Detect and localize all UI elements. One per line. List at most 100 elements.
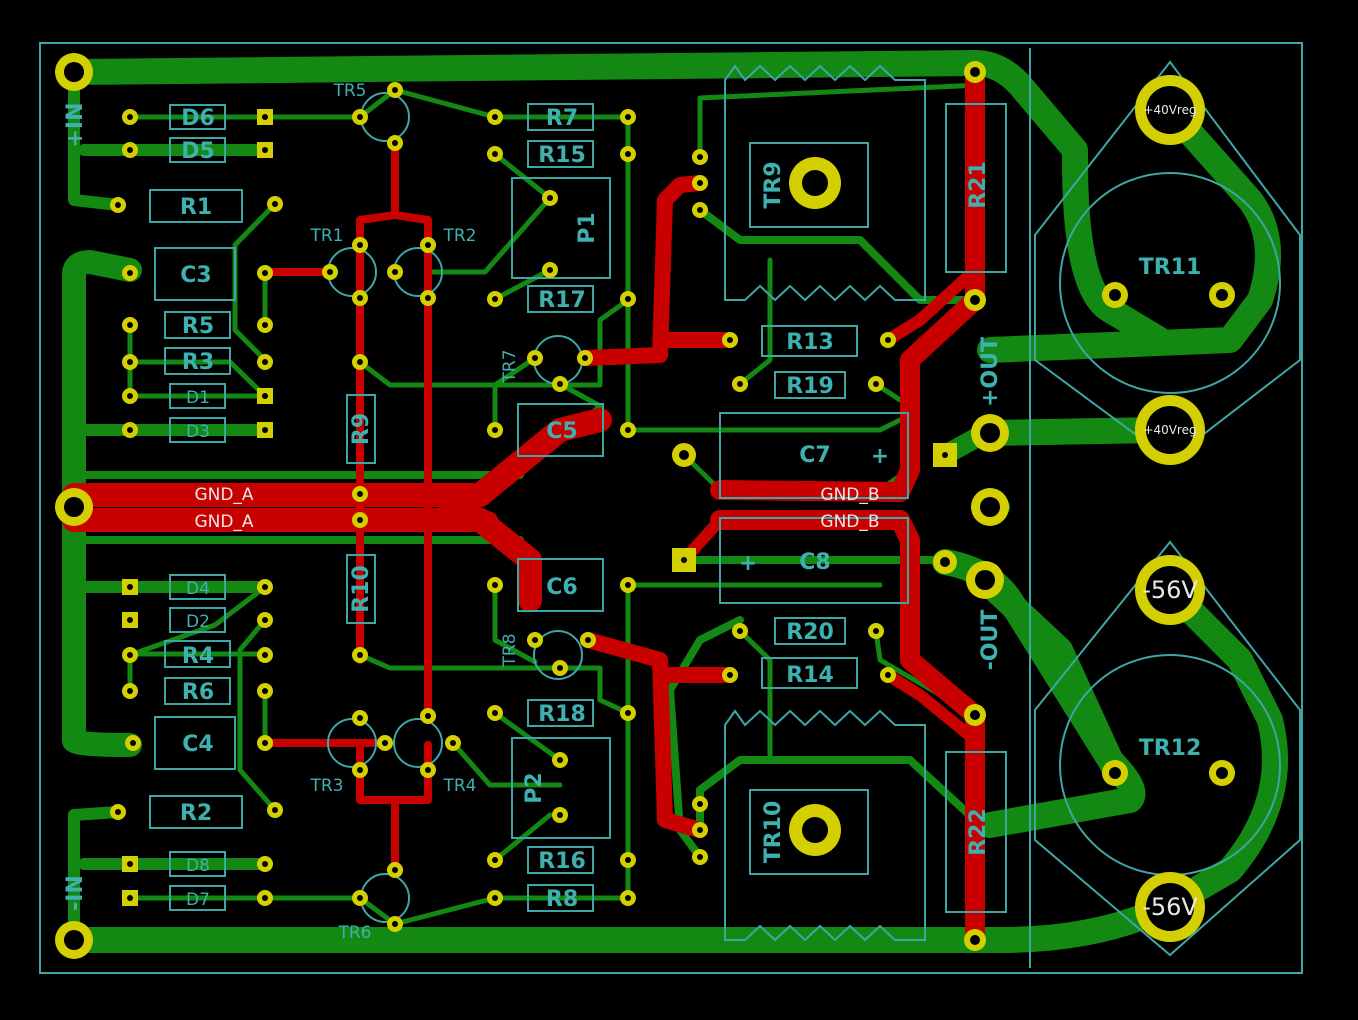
tr12-outline	[1034, 540, 1301, 957]
pad-hole	[262, 617, 268, 623]
pad-hole	[262, 688, 268, 694]
label-r4: R4	[182, 644, 214, 669]
pad-hole	[127, 427, 133, 433]
pad-hole	[873, 628, 879, 634]
d8-body	[169, 851, 226, 877]
pad-hole	[64, 62, 84, 82]
pad-hole	[127, 393, 133, 399]
pad-hole	[127, 688, 133, 694]
pad-hole	[392, 867, 398, 873]
label-r14: R14	[786, 663, 834, 688]
pad-hole	[262, 147, 268, 153]
pad-hole	[262, 584, 268, 590]
tr10-body	[749, 789, 869, 875]
pad-hole	[262, 652, 268, 658]
pad-hole	[262, 322, 268, 328]
pad-hole	[272, 201, 278, 207]
label-c4: C4	[182, 732, 213, 757]
r4-body	[164, 640, 231, 668]
label-r21: R21	[966, 161, 991, 209]
pad-hole	[357, 517, 363, 523]
pad-hole	[737, 628, 743, 634]
pad-hole	[557, 812, 563, 818]
c5-body	[517, 403, 604, 457]
labels-layer: D6 D5 R1 C3 R5 R3 D1 D3 D4 D2 R4 R6 C4 R…	[63, 81, 1201, 943]
label-r3: R3	[182, 350, 214, 375]
pad-hole	[492, 151, 498, 157]
pad-hole	[357, 767, 363, 773]
bottom-copper-layer	[61, 50, 1288, 953]
label-out-pos: +OUT	[978, 337, 1003, 407]
label-v-neg-top: -56V	[1142, 576, 1198, 604]
label-r1: R1	[180, 195, 212, 220]
d6-body	[169, 104, 226, 130]
pad-hole	[625, 710, 631, 716]
pad-hole	[357, 895, 363, 901]
tr11-body	[1059, 172, 1281, 394]
pad-hole	[970, 295, 980, 305]
label-d6: D6	[181, 106, 215, 131]
pad-hole	[357, 715, 363, 721]
r10-body	[346, 554, 376, 624]
pad-hole	[697, 801, 703, 807]
label-d1: D1	[186, 388, 210, 408]
label-r13: R13	[786, 330, 834, 355]
r5-body	[164, 311, 231, 339]
label-tr10: TR10	[761, 801, 786, 864]
tr4-body	[393, 718, 443, 768]
pad-hole	[625, 857, 631, 863]
pad-hole	[873, 381, 879, 387]
pad-hole	[697, 154, 703, 160]
r15-body	[527, 140, 594, 168]
r6-body	[164, 677, 231, 705]
pad-hole	[450, 740, 456, 746]
pad-hole	[975, 570, 995, 590]
pad-hole	[392, 87, 398, 93]
r14-body	[761, 657, 858, 689]
pad-hole	[557, 757, 563, 763]
label-tr7: TR7	[500, 349, 520, 383]
r22-body	[945, 751, 1007, 913]
d2-body	[169, 607, 226, 633]
r21-body	[945, 103, 1007, 273]
d5-body	[169, 137, 226, 163]
label-r16: R16	[538, 849, 586, 874]
label-r19: R19	[786, 374, 834, 399]
pad-hole	[940, 557, 950, 567]
pad-hole	[980, 497, 1000, 517]
pad-hole	[1146, 883, 1194, 931]
label-d5: D5	[181, 139, 215, 164]
label-gnd-b-1: GND_B	[820, 485, 879, 505]
pad-hole	[625, 427, 631, 433]
label-d4: D4	[186, 579, 210, 599]
label-r15: R15	[538, 143, 586, 168]
pad-hole	[557, 381, 563, 387]
label-r10: R10	[349, 565, 374, 613]
pad-hole	[737, 381, 743, 387]
pad-hole	[262, 427, 268, 433]
pad-hole	[625, 895, 631, 901]
label-c7: C7	[799, 443, 830, 468]
label-c8: C8	[799, 550, 830, 575]
pad-hole	[357, 652, 363, 658]
pad-hole	[357, 242, 363, 248]
pad-hole	[1109, 767, 1121, 779]
pad-hole	[262, 359, 268, 365]
d4-body	[169, 574, 226, 600]
pad-hole	[392, 269, 398, 275]
pad-hole	[425, 767, 431, 773]
label-r2: R2	[180, 801, 212, 826]
pad-hole	[885, 672, 891, 678]
c8-body	[719, 517, 909, 604]
pad-hole	[262, 114, 268, 120]
pad-hole	[425, 713, 431, 719]
d1-body	[169, 383, 226, 409]
label-tr2: TR2	[442, 226, 476, 246]
label-p1: P1	[575, 212, 600, 243]
pad-hole	[127, 147, 133, 153]
pad-hole	[127, 652, 133, 658]
c4-body	[154, 716, 236, 770]
pad-hole	[980, 423, 1000, 443]
pad-hole	[327, 269, 333, 275]
